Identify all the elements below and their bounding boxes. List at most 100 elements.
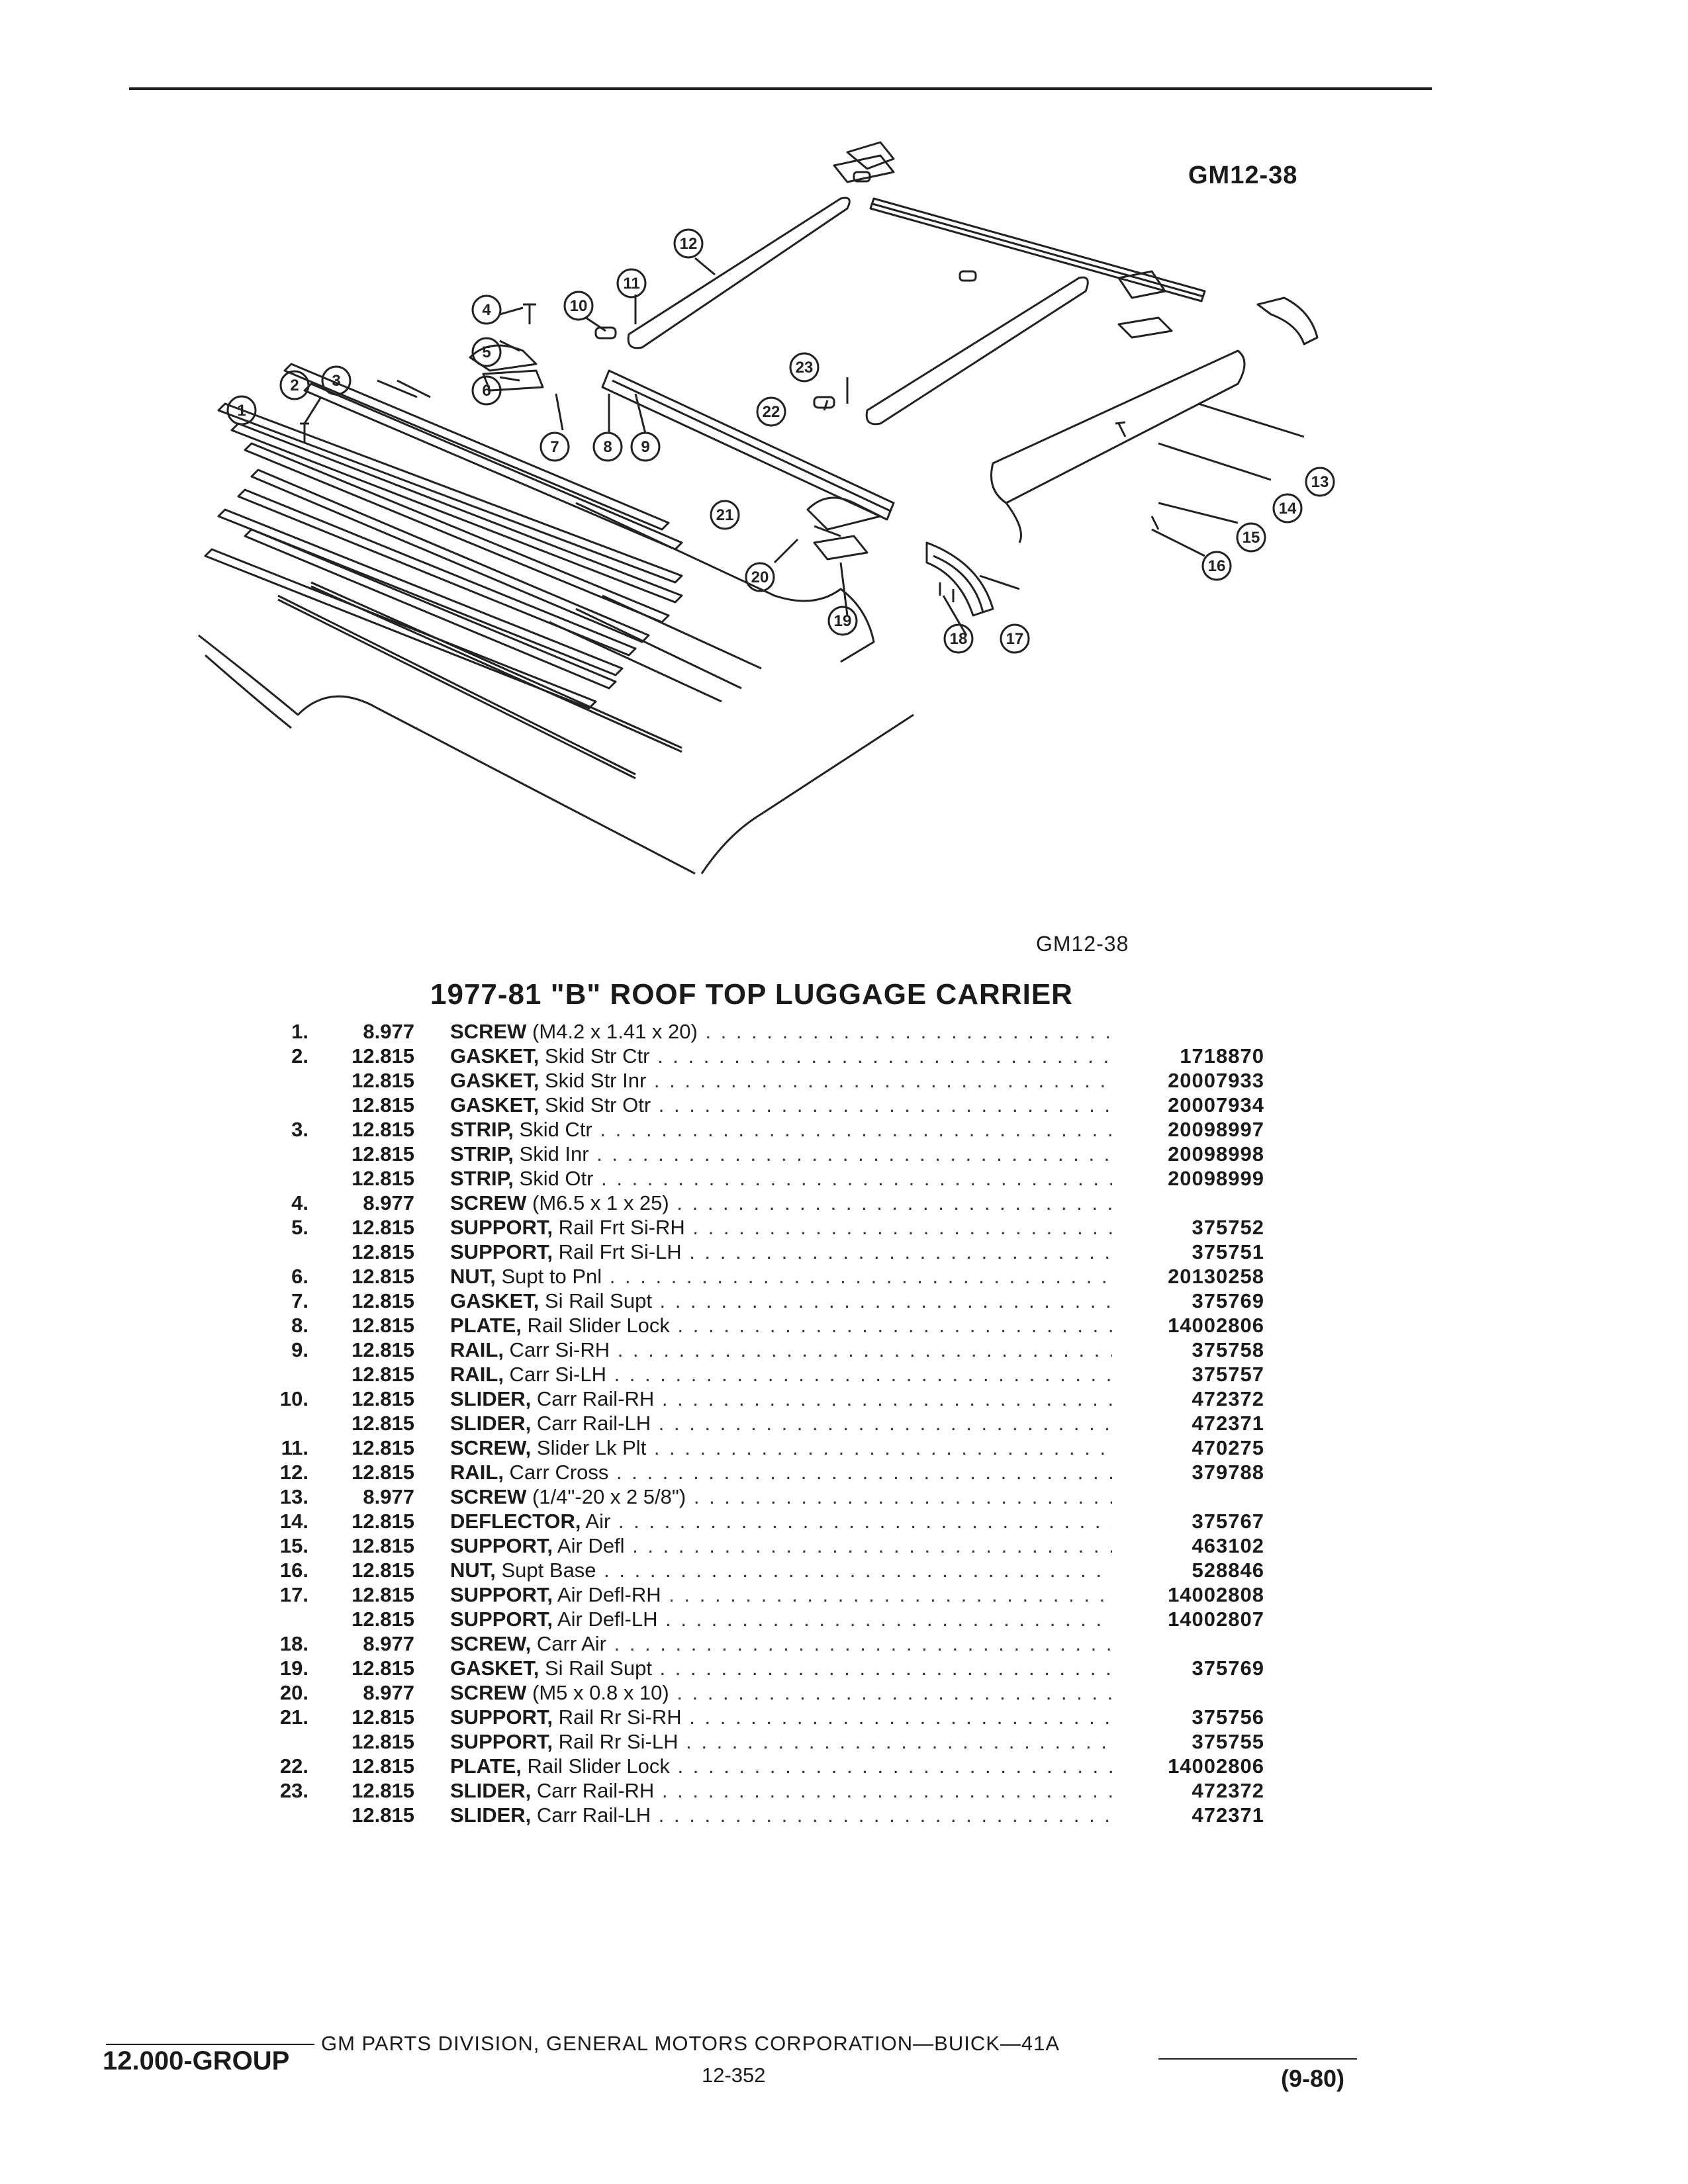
- part-detail: Carr Rail-RH: [531, 1779, 655, 1802]
- leader-dots: . . . . . . . . . . . . . . . . . . . . …: [617, 1338, 1112, 1361]
- part-name: SLIDER,: [450, 1803, 532, 1827]
- part-group: 12.815: [352, 1069, 414, 1092]
- part-number: 20007934: [1168, 1093, 1264, 1116]
- part-description: SLIDER, Carr Rail-RH . . . . . . . . . .…: [450, 1387, 1112, 1411]
- leader-dots: . . . . . . . . . . . . . . . . . . . . …: [677, 1754, 1112, 1778]
- leader-dots: . . . . . . . . . . . . . . . . . . . . …: [658, 1412, 1112, 1435]
- leader-dots: . . . . . . . . . . . . . . . . . . . . …: [661, 1387, 1112, 1410]
- part-description: SCREW (M5 x 0.8 x 10) . . . . . . . . . …: [450, 1680, 1112, 1705]
- callout-18: 18: [950, 630, 968, 648]
- part-detail: Skid Str Inr: [539, 1069, 647, 1092]
- callout-15: 15: [1243, 529, 1260, 547]
- part-description: GASKET, Si Rail Supt . . . . . . . . . .…: [450, 1289, 1112, 1313]
- figure-code-bottom: GM12-38: [1036, 932, 1129, 956]
- part-detail: Carr Si-RH: [503, 1338, 610, 1361]
- part-detail: Carr Rail-LH: [531, 1803, 651, 1827]
- part-index: 11.: [281, 1436, 308, 1459]
- part-index: 23.: [279, 1779, 308, 1802]
- part-detail: Slider Lk Plt: [531, 1436, 647, 1459]
- callout-11: 11: [623, 275, 639, 293]
- part-description: PLATE, Rail Slider Lock . . . . . . . . …: [450, 1754, 1112, 1778]
- part-group: 12.815: [352, 1387, 414, 1410]
- part-description: DEFLECTOR, Air . . . . . . . . . . . . .…: [450, 1509, 1112, 1533]
- leader-dots: . . . . . . . . . . . . . . . . . . . . …: [689, 1706, 1112, 1729]
- part-group: 12.815: [352, 1657, 414, 1680]
- part-name: STRIP,: [450, 1142, 514, 1165]
- part-group: 12.815: [352, 1583, 414, 1606]
- leader-dots: . . . . . . . . . . . . . . . . . . . . …: [601, 1167, 1112, 1190]
- part-description: SUPPORT, Rail Frt Si-LH . . . . . . . . …: [450, 1240, 1112, 1264]
- part-detail: Air Defl-LH: [553, 1608, 658, 1631]
- callout-4: 4: [482, 301, 491, 319]
- part-group: 12.815: [352, 1534, 414, 1557]
- part-group: 12.815: [352, 1779, 414, 1802]
- part-group: 12.815: [352, 1265, 414, 1288]
- part-index: 4.: [291, 1191, 308, 1214]
- part-name: SCREW,: [450, 1632, 532, 1655]
- part-name: PLATE,: [450, 1754, 522, 1778]
- part-number: 375756: [1192, 1706, 1264, 1729]
- part-group: 12.815: [352, 1608, 414, 1631]
- part-description: GASKET, Si Rail Supt . . . . . . . . . .…: [450, 1656, 1112, 1680]
- part-name: RAIL,: [450, 1338, 504, 1361]
- part-description: SUPPORT, Air Defl-LH . . . . . . . . . .…: [450, 1607, 1112, 1631]
- leader-dots: . . . . . . . . . . . . . . . . . . . . …: [659, 1289, 1112, 1312]
- leader-dots: . . . . . . . . . . . . . . . . . . . . …: [596, 1142, 1112, 1165]
- part-name: SCREW: [450, 1681, 527, 1704]
- part-detail: Carr Si-LH: [503, 1363, 606, 1386]
- exploded-diagram: 1 2 3 4 5 6 7 8 9 10 11 12 13 14 15 16 1…: [198, 141, 1335, 875]
- part-number: 375767: [1192, 1510, 1264, 1533]
- leader-dots: . . . . . . . . . . . . . . . . . . . . …: [677, 1681, 1112, 1704]
- part-description: SUPPORT, Air Defl . . . . . . . . . . . …: [450, 1533, 1112, 1558]
- part-name: SLIDER,: [450, 1779, 532, 1802]
- part-group: 12.815: [352, 1093, 414, 1116]
- part-description: SUPPORT, Rail Rr Si-RH . . . . . . . . .…: [450, 1705, 1112, 1729]
- part-number: 375752: [1192, 1216, 1264, 1239]
- part-index: 7.: [291, 1289, 308, 1312]
- part-index: 6.: [291, 1265, 308, 1288]
- part-name: GASKET,: [450, 1093, 539, 1116]
- part-description: SCREW, Slider Lk Plt . . . . . . . . . .…: [450, 1435, 1112, 1460]
- part-index: 9.: [291, 1338, 308, 1361]
- part-group: 12.815: [352, 1412, 414, 1435]
- callout-9: 9: [641, 438, 649, 456]
- part-detail: (M5 x 0.8 x 10): [526, 1681, 669, 1704]
- callout-7: 7: [550, 438, 559, 456]
- part-detail: Skid Ctr: [513, 1118, 592, 1141]
- part-detail: Carr Rail-LH: [531, 1412, 651, 1435]
- part-name: RAIL,: [450, 1363, 504, 1386]
- part-detail: Carr Cross: [503, 1461, 609, 1484]
- part-name: GASKET,: [450, 1289, 539, 1312]
- leader-dots: . . . . . . . . . . . . . . . . . . . . …: [669, 1583, 1112, 1606]
- part-detail: Skid Str Ctr: [539, 1044, 650, 1068]
- part-group: 8.977: [363, 1191, 414, 1214]
- part-index: 20.: [279, 1681, 308, 1704]
- part-index: 5.: [291, 1216, 308, 1239]
- callout-20: 20: [751, 569, 769, 586]
- part-number: 375758: [1192, 1338, 1264, 1361]
- part-description: RAIL, Carr Si-RH . . . . . . . . . . . .…: [450, 1338, 1112, 1362]
- part-group: 8.977: [363, 1681, 414, 1704]
- part-row: 20. 8.977 SCREW (M5 x 0.8 x 10) . . . . . …: [252, 1680, 1278, 1705]
- part-name: SUPPORT,: [450, 1216, 553, 1239]
- part-detail: Si Rail Supt: [539, 1657, 652, 1680]
- part-description: SCREW (M6.5 x 1 x 25) . . . . . . . . . …: [450, 1191, 1112, 1215]
- part-name: SCREW: [450, 1485, 527, 1508]
- leader-dots: . . . . . . . . . . . . . . . . . . . . …: [609, 1265, 1112, 1288]
- part-name: SUPPORT,: [450, 1706, 553, 1729]
- part-group: 12.815: [352, 1142, 414, 1165]
